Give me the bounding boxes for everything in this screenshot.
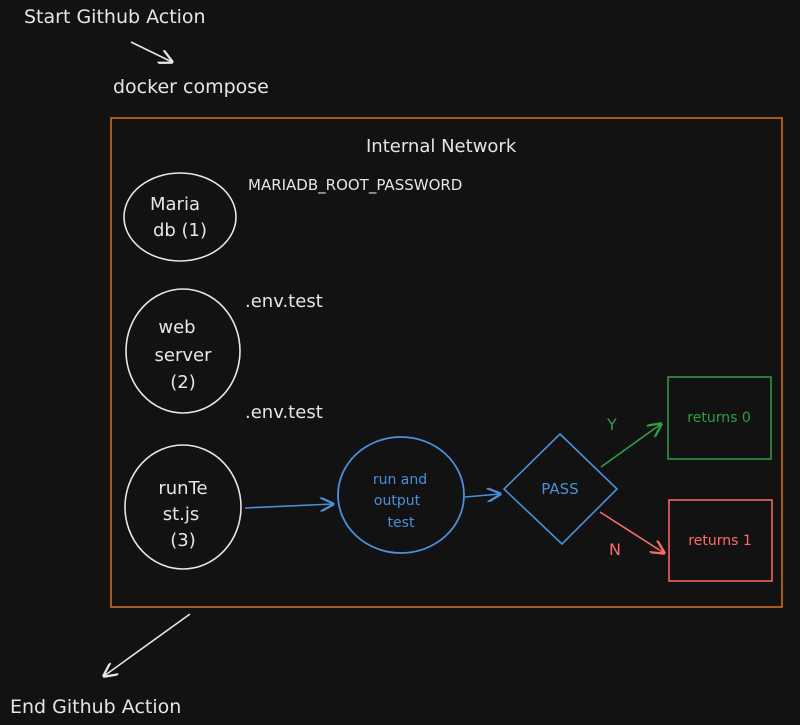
compose-label: docker compose bbox=[113, 76, 269, 98]
runtest-env-label: .env.test bbox=[245, 402, 323, 423]
webserver-env-label: .env.test bbox=[245, 291, 323, 312]
returns-1-label: returns 1 bbox=[688, 533, 751, 549]
returns-0-box bbox=[667, 376, 772, 460]
process-label-line2: output bbox=[374, 493, 421, 509]
end-label: End Github Action bbox=[10, 696, 181, 718]
network-title: Internal Network bbox=[366, 136, 517, 157]
start-arrow bbox=[130, 41, 172, 62]
returns-1-box bbox=[668, 499, 773, 582]
start-label: Start Github Action bbox=[24, 6, 206, 28]
internal-network-box bbox=[110, 117, 783, 608]
yes-arrow bbox=[600, 424, 661, 468]
runtest-label-line2: st.js bbox=[163, 504, 200, 525]
mariadb-label-line2: db (1) bbox=[153, 220, 207, 241]
runtest-node bbox=[124, 444, 242, 570]
process-to-decision-arrow bbox=[464, 494, 500, 497]
decision-label: PASS bbox=[541, 480, 578, 498]
end-arrow bbox=[104, 613, 191, 676]
mariadb-label-line1: Maria bbox=[150, 194, 200, 215]
runtest-label-line3: (3) bbox=[170, 530, 196, 551]
runtest-label-line1: runTe bbox=[158, 478, 207, 499]
process-label-line1: run and bbox=[373, 472, 427, 488]
no-label: N bbox=[609, 540, 621, 559]
webserver-node bbox=[125, 288, 241, 414]
webserver-label-line1: web bbox=[158, 317, 195, 338]
runtest-to-process-arrow bbox=[244, 504, 333, 508]
mariadb-env-label: MARIADB_ROOT_PASSWORD bbox=[248, 176, 462, 195]
webserver-label-line3: (2) bbox=[170, 372, 196, 393]
process-label-line3: test bbox=[388, 515, 415, 531]
mariadb-node bbox=[123, 172, 237, 262]
no-arrow bbox=[599, 511, 664, 553]
pass-decision-node bbox=[502, 432, 619, 546]
webserver-label-line2: server bbox=[155, 345, 213, 366]
yes-label: Y bbox=[606, 415, 617, 434]
returns-0-label: returns 0 bbox=[687, 410, 750, 426]
process-node bbox=[337, 436, 465, 554]
